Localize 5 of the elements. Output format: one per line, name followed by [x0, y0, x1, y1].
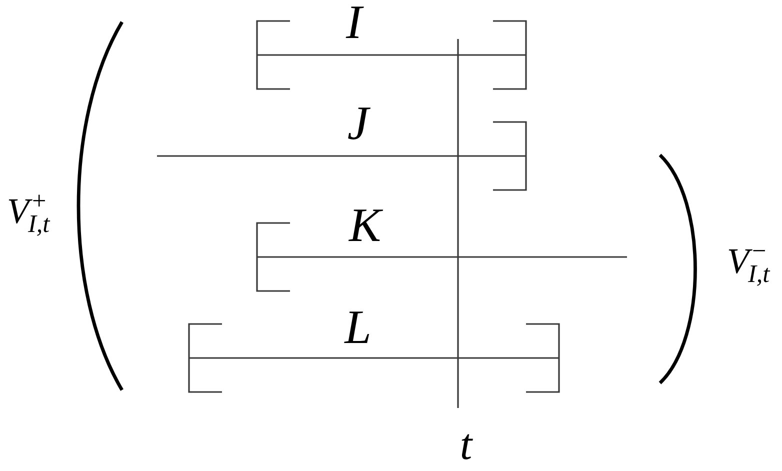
interval-label: L [344, 308, 372, 349]
interval-label: J [347, 104, 369, 145]
interval-label: K [348, 206, 381, 247]
time-label: t [460, 426, 472, 464]
interval-label: I [346, 3, 362, 44]
